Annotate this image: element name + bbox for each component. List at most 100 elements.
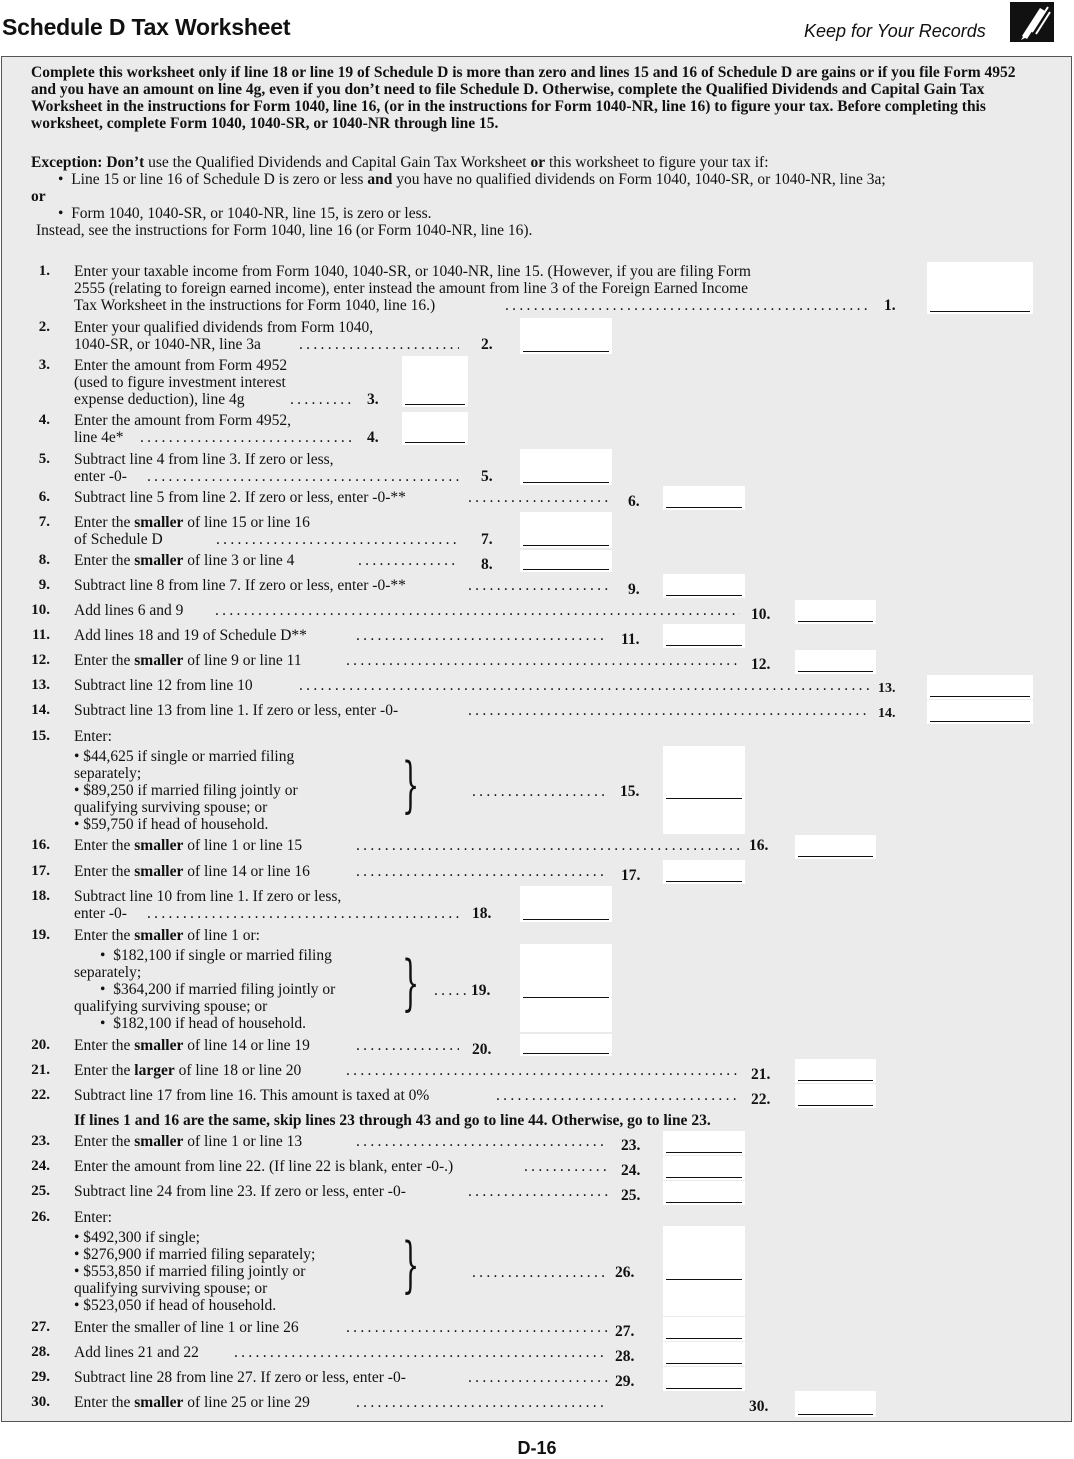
line-15-leader: ......................... [472,783,608,800]
line-4-text-2: line 4e* [74,429,124,446]
line-20-label: 20. [472,1041,492,1058]
line-23-field[interactable] [663,1131,745,1155]
line-30-number: 30. [31,1394,50,1410]
line-19-text: Enter the smaller of line 1 or: [74,927,260,944]
line-12-field[interactable] [795,650,876,674]
line-14-label: 14. [878,706,896,721]
line-24-text: Enter the amount from line 22. (If line … [74,1158,454,1175]
line-29-number: 29. [31,1369,50,1385]
line-2-field[interactable] [520,318,612,354]
line-25-number: 25. [31,1183,50,1199]
line-22-label: 22. [751,1091,771,1108]
exception-instead: Instead, see the instructions for Form 1… [36,222,533,239]
line-23-number: 23. [31,1133,50,1149]
line-26-field[interactable] [663,1226,745,1316]
line-6-label: 6. [628,493,640,510]
line-18-number: 18. [31,888,50,904]
line-11-field[interactable] [663,624,745,648]
line-15-field[interactable] [663,746,745,834]
line-17-number: 17. [31,863,50,879]
line-28-leader: ........................................… [234,1344,608,1361]
line-9-field[interactable] [663,574,745,598]
line-5-text: Subtract line 4 from line 3. If zero or … [74,451,334,468]
line-24-leader: ................ [524,1158,608,1175]
line-6-text: Subtract line 5 from line 2. If zero or … [74,489,406,506]
line-13-text: Subtract line 12 from line 10 [74,677,253,694]
line-30-field[interactable] [795,1391,876,1417]
line-8-number: 8. [38,552,50,568]
line-26-option-3: • $553,850 if married filing jointly or [74,1263,306,1280]
line-20-number: 20. [31,1037,50,1053]
line-14-number: 14. [31,702,50,718]
keep-records-note: Keep for Your Records [804,21,986,41]
line-6-leader: ........................... [468,489,608,506]
line-3-text-2: (used to figure investment interest [74,374,286,391]
line-3-label: 3. [367,391,379,408]
line-21-field[interactable] [795,1059,876,1083]
line-30-leader: ........................................… [356,1394,608,1411]
line-4-label: 4. [367,429,379,446]
line-26-leader: ......................... [472,1264,608,1281]
line-21-text: Enter the larger of line 18 or line 20 [74,1062,302,1079]
line-23-text: Enter the smaller of line 1 or line 13 [74,1133,303,1150]
line-5-leader: ........................................… [147,468,459,485]
exception-or: or [31,188,46,205]
line-2-leader: .............................. [299,336,459,353]
line-13-field[interactable] [927,675,1033,699]
line-4-field[interactable] [402,412,468,445]
line-20-field[interactable] [520,1034,612,1056]
line-28-field[interactable] [663,1342,745,1366]
line-22-field[interactable] [795,1084,876,1108]
line-1-leader: ........................................… [505,297,870,314]
line-6-number: 6. [38,489,50,505]
line-23-leader: ........................................… [356,1133,608,1150]
line-30-text: Enter the smaller of line 25 or line 29 [74,1394,310,1411]
line-19-label: 19. [471,982,491,999]
line-19-option-1b: separately; [74,964,142,981]
line-29-field[interactable] [663,1367,745,1391]
line-15-option-3: • $59,750 if head of household. [74,816,269,833]
line-21-label: 21. [751,1066,771,1083]
line-24-field[interactable] [663,1156,745,1180]
line-15-option-1b: separately; [74,765,142,782]
line-3-leader: ............ [290,391,352,408]
line-28-number: 28. [31,1344,50,1360]
line-7-leader: ........................................… [216,531,459,548]
line-2-label: 2. [481,336,493,353]
line-16-field[interactable] [795,835,876,859]
line-13-number: 13. [31,677,50,693]
line-27-field[interactable] [663,1317,745,1341]
line-8-field[interactable] [520,550,612,572]
line-25-label: 25. [621,1187,641,1204]
line-25-field[interactable] [663,1181,745,1205]
line-27-number: 27. [31,1319,50,1335]
line-27-label: 27. [615,1323,635,1340]
line-1-field[interactable] [927,262,1033,314]
line-7-field[interactable] [520,512,612,548]
line-1-number: 1. [38,263,50,279]
line-7-text-2: of Schedule D [74,531,163,548]
line-26-brace: } [402,1230,420,1300]
line-18-field[interactable] [520,886,612,922]
line-17-text: Enter the smaller of line 14 or line 16 [74,863,310,880]
line-9-label: 9. [628,581,640,598]
line-5-field[interactable] [520,449,612,485]
line-14-field[interactable] [927,700,1033,724]
line-17-field[interactable] [663,860,745,884]
exception-text: Exception: Don’t use the Qualified Divid… [31,154,769,171]
line-14-leader: ........................................… [468,702,870,719]
line-19-field[interactable] [520,944,612,1032]
line-6-field[interactable] [663,486,745,510]
line-3-field[interactable] [402,356,468,407]
line-15-label: 15. [620,783,640,800]
line-25-text: Subtract line 24 from line 23. If zero o… [74,1183,406,1200]
line-10-field[interactable] [795,600,876,624]
line-16-label: 16. [749,837,769,854]
line-15-option-1: • $44,625 if single or married filing [74,748,295,765]
line-13-leader: ........................................… [299,677,870,694]
line-17-leader: ........................................… [356,863,608,880]
line-2-text-2: 1040-SR, or 1040-NR, line 3a [74,336,261,353]
line-13-label: 13. [878,681,896,696]
line-7-label: 7. [481,531,493,548]
line-4-number: 4. [38,412,50,428]
